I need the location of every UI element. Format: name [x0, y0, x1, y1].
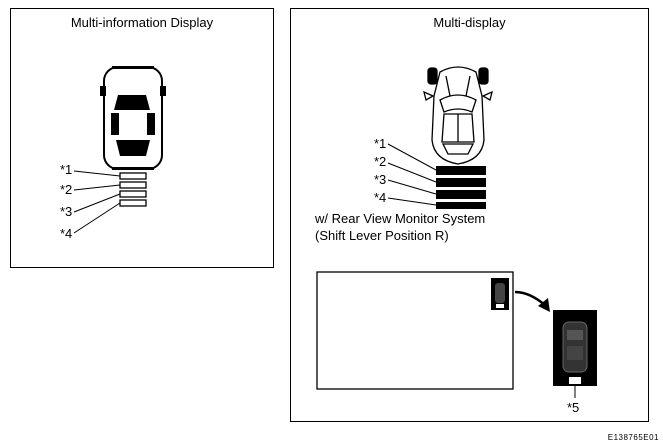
zoom-arrow-icon: [514, 290, 550, 312]
label-2-left: *2: [60, 182, 73, 197]
label-3-right: *3: [374, 172, 387, 187]
sensor-bars-left: [119, 172, 147, 207]
car-icon-left: [100, 66, 166, 170]
leader-lines-left: [73, 170, 121, 234]
sensor-bars-right: [436, 166, 486, 209]
label-5: *5: [567, 400, 580, 415]
label-3-left: *3: [60, 204, 73, 219]
panel-title: Multi-information Display: [70, 15, 214, 30]
panel-title: Multi-display: [433, 15, 506, 30]
caption-line-2: (Shift Lever Position R): [315, 228, 449, 243]
label-2-right: *2: [374, 154, 387, 169]
enlarged-car-icon: [553, 310, 597, 386]
leader-lines-right: [387, 143, 437, 206]
caption-line-1: w/ Rear View Monitor System: [315, 211, 486, 226]
rear-view-screen: [316, 271, 514, 390]
label-1-right: *1: [374, 136, 387, 151]
figure-id: E138765E01: [607, 433, 659, 442]
multi-information-display-panel: Multi-information Display: [10, 8, 274, 268]
label-1-left: *1: [60, 162, 73, 177]
car-icon-right: [423, 66, 493, 165]
label-4-right: *4: [374, 190, 387, 205]
label-4-left: *4: [60, 226, 73, 241]
